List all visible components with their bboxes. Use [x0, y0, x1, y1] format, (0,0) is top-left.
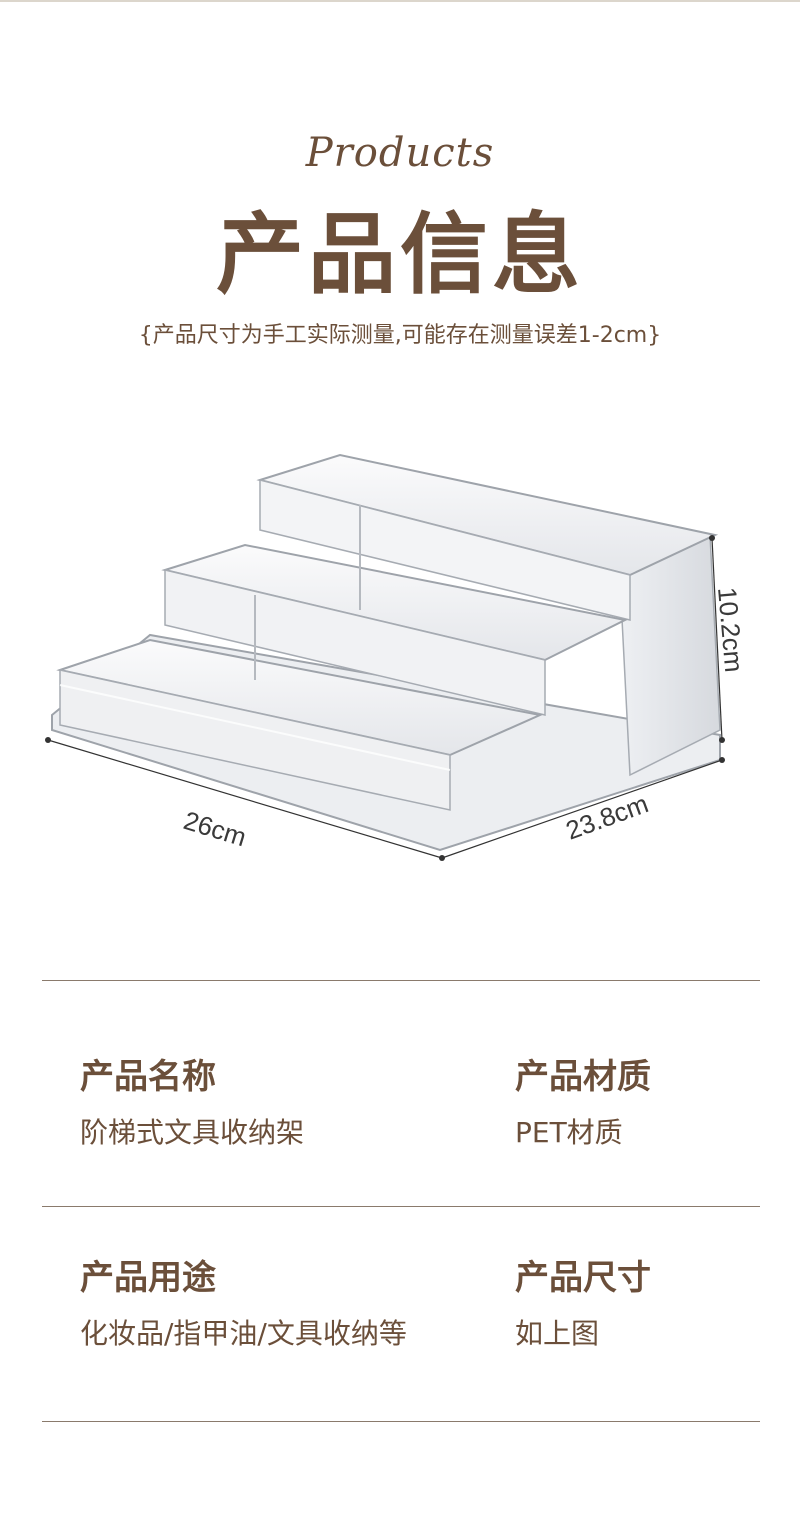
- info-label: 产品材质: [515, 1057, 651, 1097]
- info-value: 阶梯式文具收纳架: [80, 1116, 305, 1149]
- dimension-height: 10.2cm: [712, 586, 749, 674]
- tier-top-front: [259, 479, 631, 621]
- section-eyebrow: Products: [305, 130, 495, 176]
- dimension-line-width: [47, 739, 443, 859]
- info-product-usage: 产品用途 化妆品/指甲油/文具收纳等: [80, 1256, 407, 1354]
- page-title: 产品信息: [215, 203, 584, 306]
- info-value: 如上图: [515, 1317, 600, 1350]
- tier-middle-front: [164, 569, 546, 716]
- info-value: 化妆品/指甲油/文具收纳等: [80, 1317, 407, 1350]
- divider: [42, 1206, 760, 1207]
- dimension-width: 26cm: [180, 805, 250, 852]
- info-product-name: 产品名称 阶梯式文具收纳架: [80, 1055, 304, 1153]
- info-product-material: 产品材质 PET材质: [515, 1055, 651, 1153]
- info-value: PET材质: [515, 1116, 623, 1149]
- info-label: 产品用途: [80, 1258, 216, 1298]
- divider: [42, 1421, 760, 1422]
- dimension-line-height: [711, 537, 723, 741]
- measurement-note: {产品尺寸为手工实际测量,可能存在测量误差1-2cm}: [138, 323, 662, 348]
- info-product-size: 产品尺寸 如上图: [515, 1256, 651, 1354]
- top-divider: [0, 0, 800, 2]
- tier-bottom-front: [59, 669, 451, 811]
- info-label: 产品名称: [80, 1057, 216, 1097]
- divider: [42, 980, 760, 981]
- dimension-line-depth: [441, 759, 723, 859]
- info-label: 产品尺寸: [515, 1258, 651, 1298]
- product-diagram: 26cm 23.8cm 10.2cm: [45, 453, 749, 861]
